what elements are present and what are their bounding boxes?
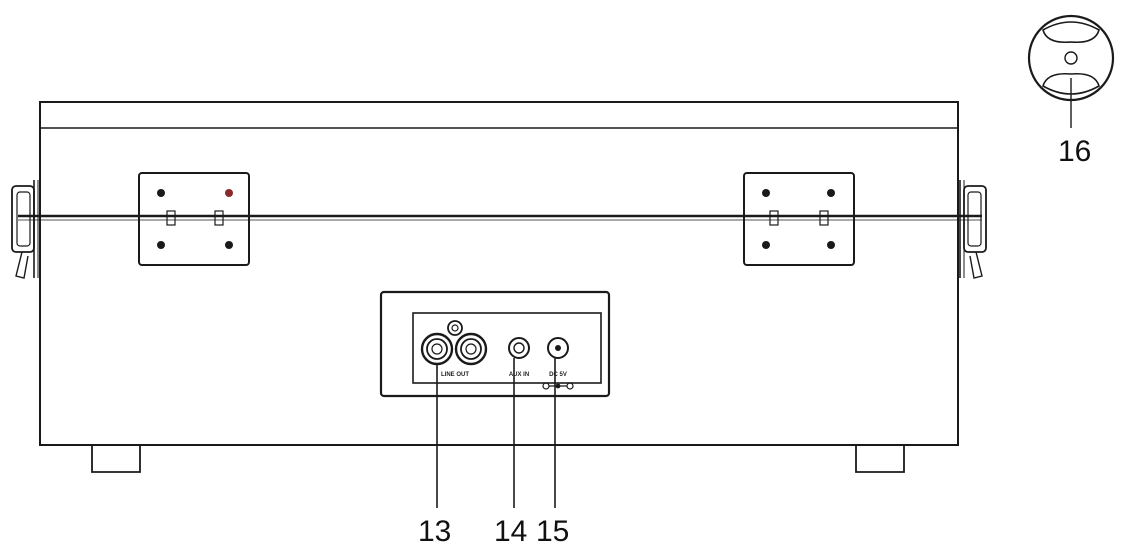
rca-line-out-jacks: LINE OUT <box>420 320 488 378</box>
right-latch <box>959 180 987 279</box>
hinge-screw <box>762 241 770 249</box>
hinge-screw <box>827 241 835 249</box>
connector-panel: LINE OUT AUX IN DC 5V <box>379 290 611 398</box>
callout-16: 16 <box>1058 135 1091 168</box>
left-hinge <box>138 172 250 266</box>
rca-jack-label: LINE OUT <box>441 372 469 378</box>
aux-in-jack: AUX IN <box>508 337 530 378</box>
hinge-screw <box>827 189 835 197</box>
hinge-screw <box>157 241 165 249</box>
hinge-screw <box>225 241 233 249</box>
callout-15: 15 <box>536 515 569 548</box>
aux-jack-label: AUX IN <box>509 372 529 378</box>
callout-14: 14 <box>494 515 527 548</box>
right-hinge <box>743 172 855 266</box>
callout-leaders <box>436 358 556 508</box>
polarity-symbol <box>542 382 574 390</box>
dc-jack-label: DC 5V <box>549 372 567 378</box>
case-body <box>18 101 982 446</box>
hinge-screw <box>762 189 770 197</box>
feet <box>91 445 905 473</box>
left-latch <box>11 180 39 279</box>
knob-detail <box>1027 14 1115 128</box>
callout-13: 13 <box>418 515 451 548</box>
dc-power-jack: DC 5V <box>542 337 574 390</box>
hinge-screw <box>225 189 233 197</box>
hinge-screw <box>157 189 165 197</box>
